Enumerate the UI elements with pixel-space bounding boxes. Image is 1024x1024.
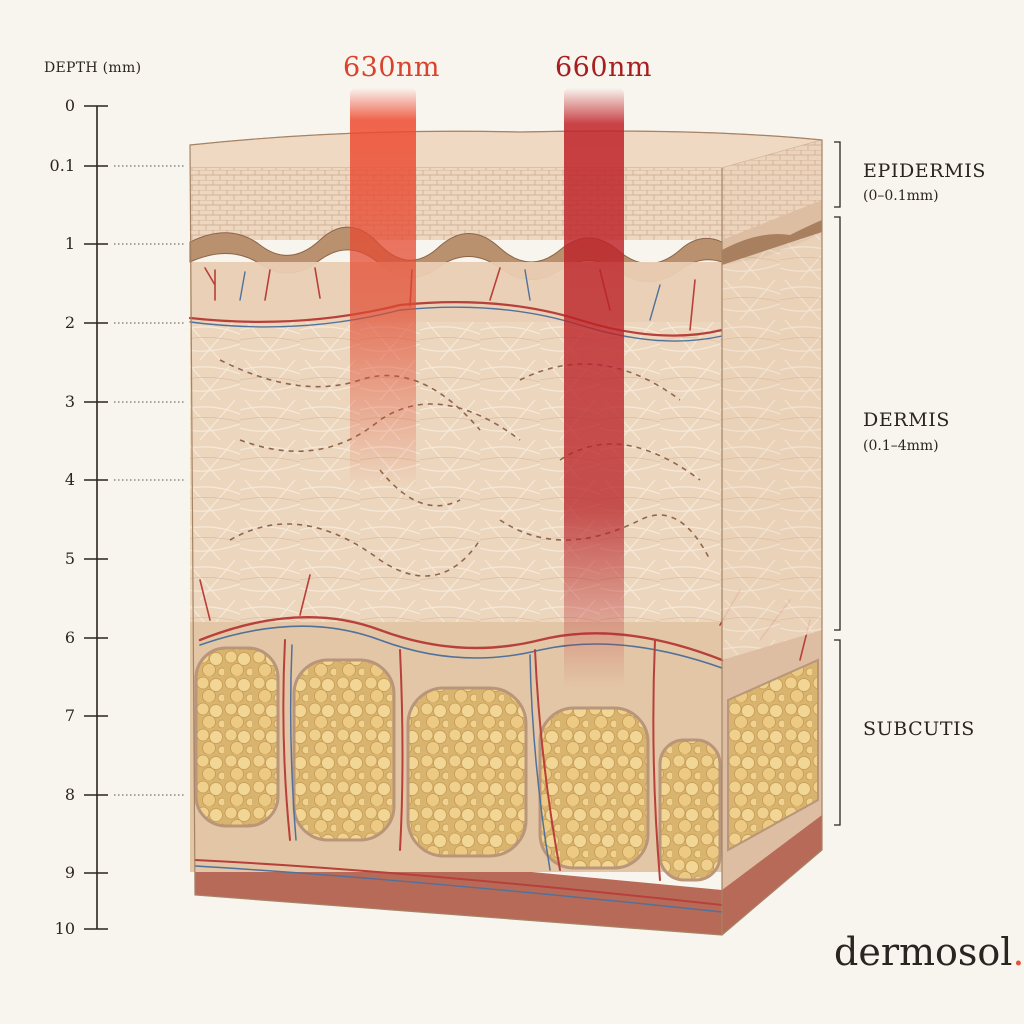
block-outline <box>189 130 823 936</box>
depth-tick-label: 3 <box>64 392 75 411</box>
block-bottom-face <box>195 815 822 935</box>
depth-axis-title: DEPTH (mm) <box>44 60 142 76</box>
depth-tick-label: 4 <box>64 470 75 489</box>
right-face-epidermis <box>722 140 822 240</box>
depth-tick-label: 5 <box>64 549 75 568</box>
epidermis-bracket <box>834 141 841 208</box>
papillary-dermis <box>190 262 722 322</box>
fat-lobules <box>194 646 819 882</box>
depth-tick-label: 7 <box>64 706 75 725</box>
depth-tick-label: 1 <box>64 234 75 253</box>
epidermis-range: (0–0.1mm) <box>863 188 939 204</box>
depth-axis <box>84 105 186 930</box>
brand-dot: . <box>1012 930 1024 974</box>
dermis-label: DERMIS <box>863 409 950 431</box>
subcutis-bracket <box>834 639 841 826</box>
beam-630nm-label: 630nm <box>343 52 441 83</box>
right-face-dermis <box>722 232 822 660</box>
brand-logo: dermosol. <box>834 930 1024 974</box>
beam-630nm <box>350 88 416 488</box>
depth-tick-label: 2 <box>64 313 75 332</box>
epidermis-label: EPIDERMIS <box>863 160 986 182</box>
depth-tick-label: 10 <box>54 919 75 938</box>
epidermis-layer <box>190 168 722 240</box>
beam-660nm <box>564 88 624 688</box>
depth-tick-label: 6 <box>64 628 75 647</box>
blood-vessels <box>188 267 811 913</box>
depth-tick-label: 9 <box>64 863 75 882</box>
depth-tick-label: 0.1 <box>49 156 75 175</box>
depth-tick-label: 8 <box>64 785 75 804</box>
skin-block <box>188 130 823 936</box>
dermis-range: (0.1–4mm) <box>863 438 939 454</box>
dermis-layer <box>190 322 722 622</box>
beam-660nm-label: 660nm <box>555 52 653 83</box>
layer-brackets <box>834 141 841 826</box>
brand-name: dermosol <box>834 930 1013 974</box>
subcutis-label: SUBCUTIS <box>863 718 975 740</box>
dermis-bracket <box>834 216 841 631</box>
depth-tick-label: 0 <box>64 96 75 115</box>
right-face-junction <box>722 220 822 265</box>
